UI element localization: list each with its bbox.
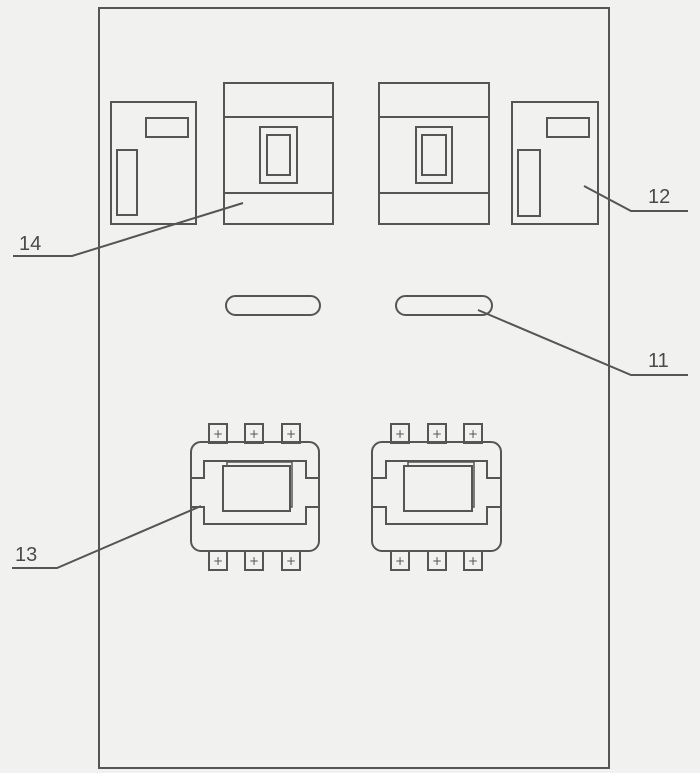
terminal-mark: + [432,427,442,441]
label-14: 14 [19,233,41,255]
indicator-slot-left [225,295,321,316]
indicator-slot-right [395,295,493,316]
label-11: 11 [648,350,669,372]
terminal-mark: + [468,554,478,568]
leader-line-11 [477,309,688,376]
terminal-mark: + [249,554,259,568]
leader-line-14 [13,202,244,257]
circuit-breaker-left [223,82,334,225]
terminal-mark: + [432,554,442,568]
contactor-left [190,423,320,571]
label-12: 12 [648,186,670,208]
terminal-mark: + [286,554,296,568]
leader-line-12 [583,185,688,212]
contactor-right [371,423,502,571]
terminal-mark: + [286,427,296,441]
terminal-mark: + [395,554,405,568]
terminal-mark: + [468,427,478,441]
terminal-mark: + [249,427,259,441]
circuit-breaker-right [378,82,490,225]
terminal-mark: + [395,427,405,441]
left-side-device [110,101,197,225]
cabinet-panel [98,7,610,769]
terminal-mark: + [213,554,223,568]
label-13: 13 [15,544,37,566]
terminal-mark: + [213,427,223,441]
right-side-device [511,101,599,225]
leader-line-13 [12,505,202,569]
